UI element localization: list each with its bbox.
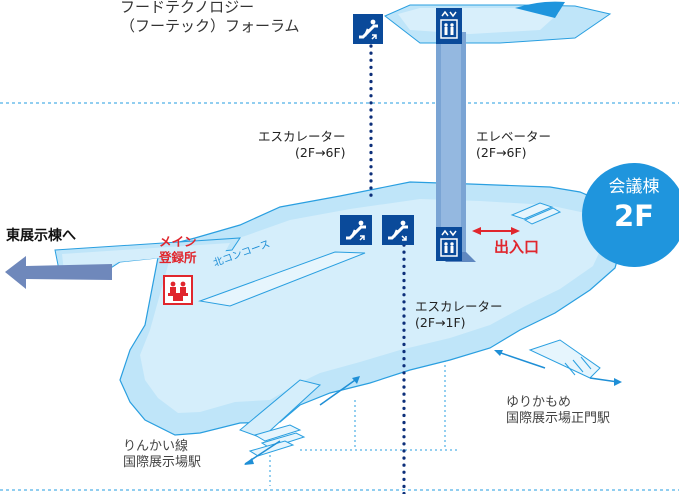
elevator-shaft-inner: [441, 32, 461, 252]
label-rinkai-station: りんかい線 国際展示場駅: [123, 439, 202, 471]
label-elevator: エレベーター (2F→6F): [476, 129, 552, 160]
path-line-yurikamome-left: [497, 351, 546, 369]
label-main-registration: メイン 登録所: [159, 234, 197, 265]
stairs-entrance: [510, 202, 562, 225]
floor-badge-text: 会議棟 2F: [582, 177, 679, 235]
elevator-icon-2f: [436, 227, 462, 261]
path-line-center: [319, 377, 359, 406]
badge-building: 会議棟: [608, 177, 660, 197]
badge-floor: 2F: [614, 199, 654, 234]
escalator-icon-up: [340, 215, 372, 245]
floor-2f-inner: [140, 199, 605, 413]
label-entrance: 出入口: [494, 238, 540, 256]
escalator-icon-down: [382, 215, 414, 245]
escalator-icon: [353, 14, 383, 44]
floor-badge: [582, 163, 679, 267]
elevator-icon: [436, 8, 462, 44]
north-concourse: [198, 251, 366, 307]
walkway-yurikamome: [528, 339, 601, 379]
arrow-up-icon: [352, 376, 360, 384]
label-escalator-down: エスカレーター (2F→1F): [415, 299, 503, 330]
registration-icon: [163, 275, 193, 305]
arrow-left-small-icon: [494, 350, 503, 356]
arrow-right-small-icon: [614, 378, 622, 386]
label-yurikamome-station: ゆりかもめ 国際展示場正門駅: [506, 395, 611, 427]
path-line-yurikamome-right: [589, 377, 619, 383]
stairs-yurikamome: [564, 356, 592, 376]
arrow-left-icon: [5, 256, 112, 289]
arrow-rinkai-icon: [244, 458, 254, 465]
double-arrow-right-head: [511, 227, 520, 235]
floor-6f-marker: [515, 1, 565, 18]
label-food-tech-forum: フードテクノロジー （フーテック）フォーラム: [120, 0, 300, 35]
stairs-rinkai: [248, 424, 306, 457]
label-east-hall: 東展示棟へ: [6, 228, 76, 244]
double-arrow-left-head: [472, 227, 481, 235]
label-escalator-up: エスカレーター (2F→6F): [258, 129, 346, 160]
